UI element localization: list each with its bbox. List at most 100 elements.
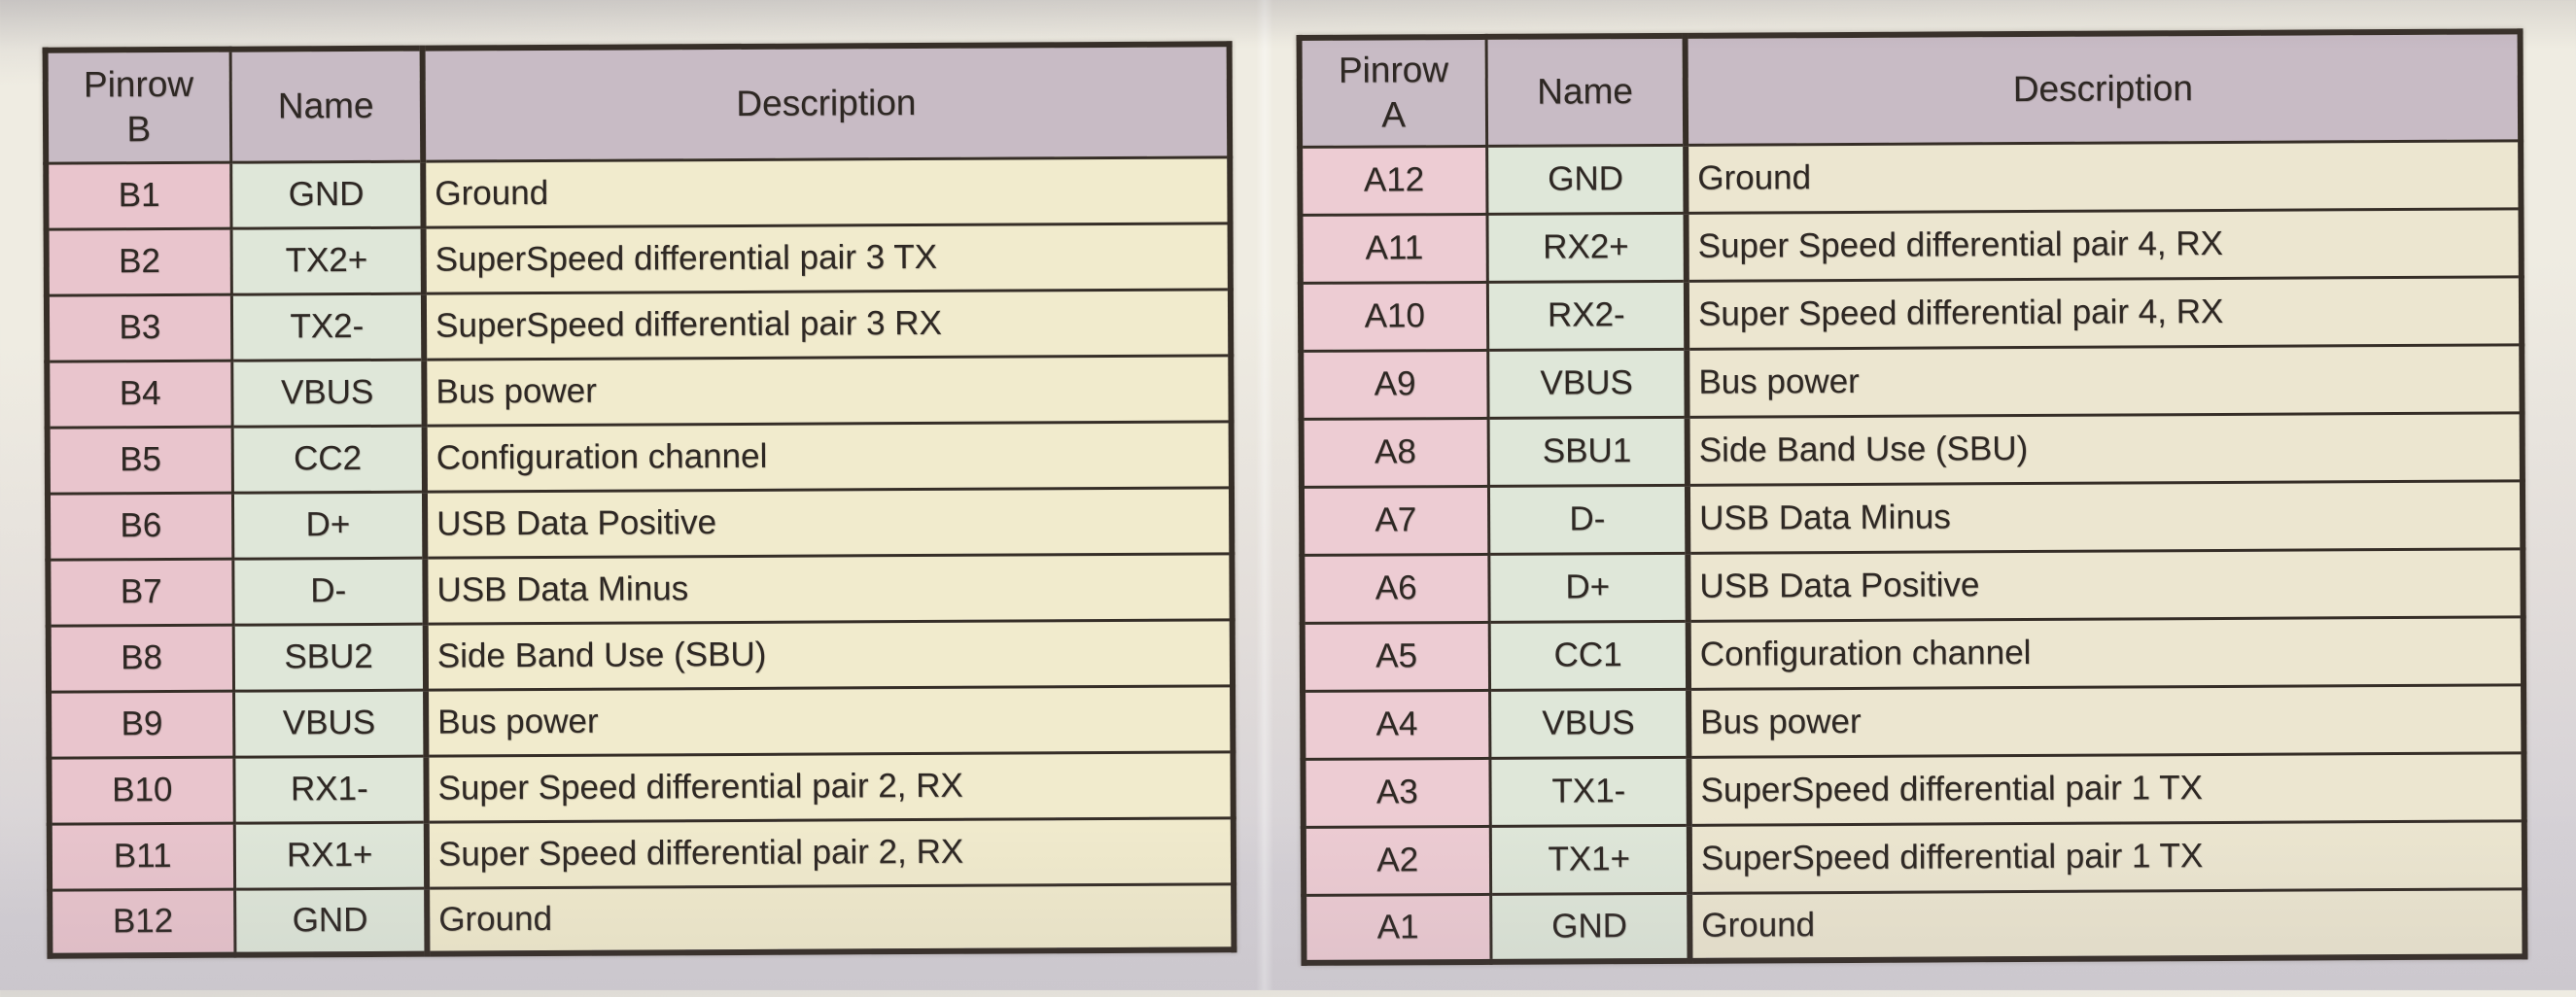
name-cell: D- [1487, 484, 1688, 554]
table-row: B7 D- USB Data Minus [48, 553, 1233, 626]
description-cell: USB Data Minus [1687, 480, 2524, 553]
pin-cell: A1 [1304, 893, 1491, 963]
pin-cell: B12 [50, 888, 235, 956]
name-cell: CC1 [1488, 620, 1689, 690]
name-cell: D- [232, 557, 426, 625]
description-cell: Super Speed differential pair 4, RX [1686, 208, 2522, 281]
table-row: A1 GND Ground [1304, 888, 2525, 963]
table-row: B2 TX2+ SuperSpeed differential pair 3 T… [46, 223, 1231, 295]
name-cell: VBUS [231, 359, 425, 427]
header-cell-name: Name [229, 48, 424, 162]
table-row: B11 RX1+ Super Speed differential pair 2… [49, 817, 1235, 890]
pin-cell: B10 [49, 756, 234, 824]
description-cell: Bus power [424, 355, 1232, 426]
table-row: A12 GND Ground [1300, 140, 2522, 215]
table-row: B10 RX1- Super Speed differential pair 2… [49, 751, 1234, 824]
description-cell: Bus power [1688, 684, 2524, 757]
pin-cell: A9 [1301, 349, 1488, 419]
pin-cell: A4 [1303, 689, 1490, 759]
header-cell-pinrow-b: Pinrow B [45, 49, 231, 163]
description-cell: Ground [1686, 140, 2522, 213]
table-row: B9 VBUS Bus power [49, 685, 1234, 758]
description-cell: USB Data Positive [1688, 548, 2524, 621]
table-a-header: Pinrow A Name Description [1299, 31, 2522, 147]
name-cell: TX2- [230, 292, 425, 361]
pin-cell: B5 [47, 426, 232, 494]
description-cell: Bus power [1687, 344, 2523, 417]
table-row: A11 RX2+ Super Speed differential pair 4… [1300, 208, 2522, 283]
description-cell: SuperSpeed differential pair 1 TX [1688, 752, 2524, 825]
table-row: A2 TX1+ SuperSpeed differential pair 1 T… [1303, 820, 2525, 895]
table-row: A8 SBU1 Side Band Use (SBU) [1301, 412, 2523, 487]
pin-cell: B7 [48, 558, 233, 626]
description-cell: SuperSpeed differential pair 1 TX [1688, 820, 2525, 893]
description-cell: Bus power [426, 685, 1234, 756]
table-row: A6 D+ USB Data Positive [1302, 548, 2524, 623]
description-cell: Side Band Use (SBU) [425, 619, 1234, 690]
pin-cell: A8 [1301, 417, 1488, 487]
name-cell: VBUS [1487, 348, 1688, 418]
pin-cell: A11 [1300, 213, 1487, 283]
header-row: Pinrow B Name Description [45, 44, 1231, 163]
table-row: B12 GND Ground [50, 883, 1235, 956]
table-row: B1 GND Ground [46, 156, 1231, 229]
pinout-table-a: Pinrow A Name Description A12 GND Ground… [1296, 28, 2528, 966]
header-pinrow-label: Pinrow [83, 63, 194, 104]
description-cell: Ground [427, 883, 1235, 954]
table-row: B8 SBU2 Side Band Use (SBU) [48, 619, 1234, 692]
table-row: A3 TX1- SuperSpeed differential pair 1 T… [1303, 752, 2524, 827]
name-cell: D+ [231, 491, 426, 559]
table-row: B6 D+ USB Data Positive [47, 487, 1233, 560]
description-cell: Super Speed differential pair 4, RX [1686, 276, 2523, 349]
table-row: A9 VBUS Bus power [1301, 344, 2523, 419]
description-cell: Ground [1689, 888, 2525, 961]
table-row: A4 VBUS Bus power [1303, 684, 2524, 759]
name-cell: GND [1490, 892, 1690, 962]
header-cell-name: Name [1485, 35, 1687, 146]
table-row: A7 D- USB Data Minus [1301, 480, 2524, 555]
description-cell: SuperSpeed differential pair 3 TX [423, 223, 1231, 293]
table-b-header: Pinrow B Name Description [45, 44, 1231, 163]
header-pinrow-letter: A [1381, 94, 1407, 135]
description-cell: Side Band Use (SBU) [1687, 412, 2523, 485]
table-row: A5 CC1 Configuration channel [1302, 616, 2524, 691]
pin-cell: B2 [46, 227, 231, 295]
table-row: B3 TX2- SuperSpeed differential pair 3 R… [46, 289, 1232, 361]
pin-cell: B8 [48, 624, 234, 692]
pin-cell: A7 [1301, 485, 1489, 555]
name-cell: SBU1 [1487, 416, 1688, 486]
pin-cell: A10 [1300, 281, 1488, 351]
name-cell: TX1+ [1489, 824, 1690, 894]
header-cell-pinrow-a: Pinrow A [1299, 36, 1487, 147]
name-cell: CC2 [231, 425, 425, 493]
pin-cell: A12 [1300, 145, 1487, 215]
name-cell: SBU2 [232, 623, 427, 691]
description-cell: Super Speed differential pair 2, RX [426, 751, 1234, 822]
table-row: B4 VBUS Bus power [47, 355, 1232, 428]
name-cell: D+ [1488, 552, 1688, 622]
pin-cell: B4 [47, 360, 232, 428]
pin-cell: A6 [1302, 553, 1489, 623]
name-cell: VBUS [233, 689, 427, 757]
header-cell-description: Description [1685, 31, 2522, 145]
pin-cell: B11 [49, 822, 235, 890]
name-cell: GND [234, 887, 428, 955]
table-row: A10 RX2- Super Speed differential pair 4… [1300, 276, 2523, 351]
name-cell: RX2+ [1486, 212, 1687, 282]
description-cell: SuperSpeed differential pair 3 RX [423, 289, 1232, 360]
pin-cell: B9 [49, 690, 234, 758]
pin-cell: A5 [1302, 621, 1490, 691]
name-cell: RX1+ [233, 821, 428, 889]
name-cell: TX1- [1489, 756, 1689, 826]
description-cell: USB Data Minus [425, 553, 1233, 624]
table-b-body: B1 GND Ground B2 TX2+ SuperSpeed differe… [46, 156, 1235, 956]
header-pinrow-letter: B [126, 108, 152, 149]
description-cell: USB Data Positive [424, 487, 1233, 558]
pin-cell: A3 [1303, 757, 1490, 827]
name-cell: RX2- [1486, 280, 1688, 350]
name-cell: VBUS [1489, 688, 1689, 758]
description-cell: Super Speed differential pair 2, RX [426, 817, 1235, 888]
header-row: Pinrow A Name Description [1299, 31, 2522, 147]
pin-cell: B6 [47, 492, 233, 560]
